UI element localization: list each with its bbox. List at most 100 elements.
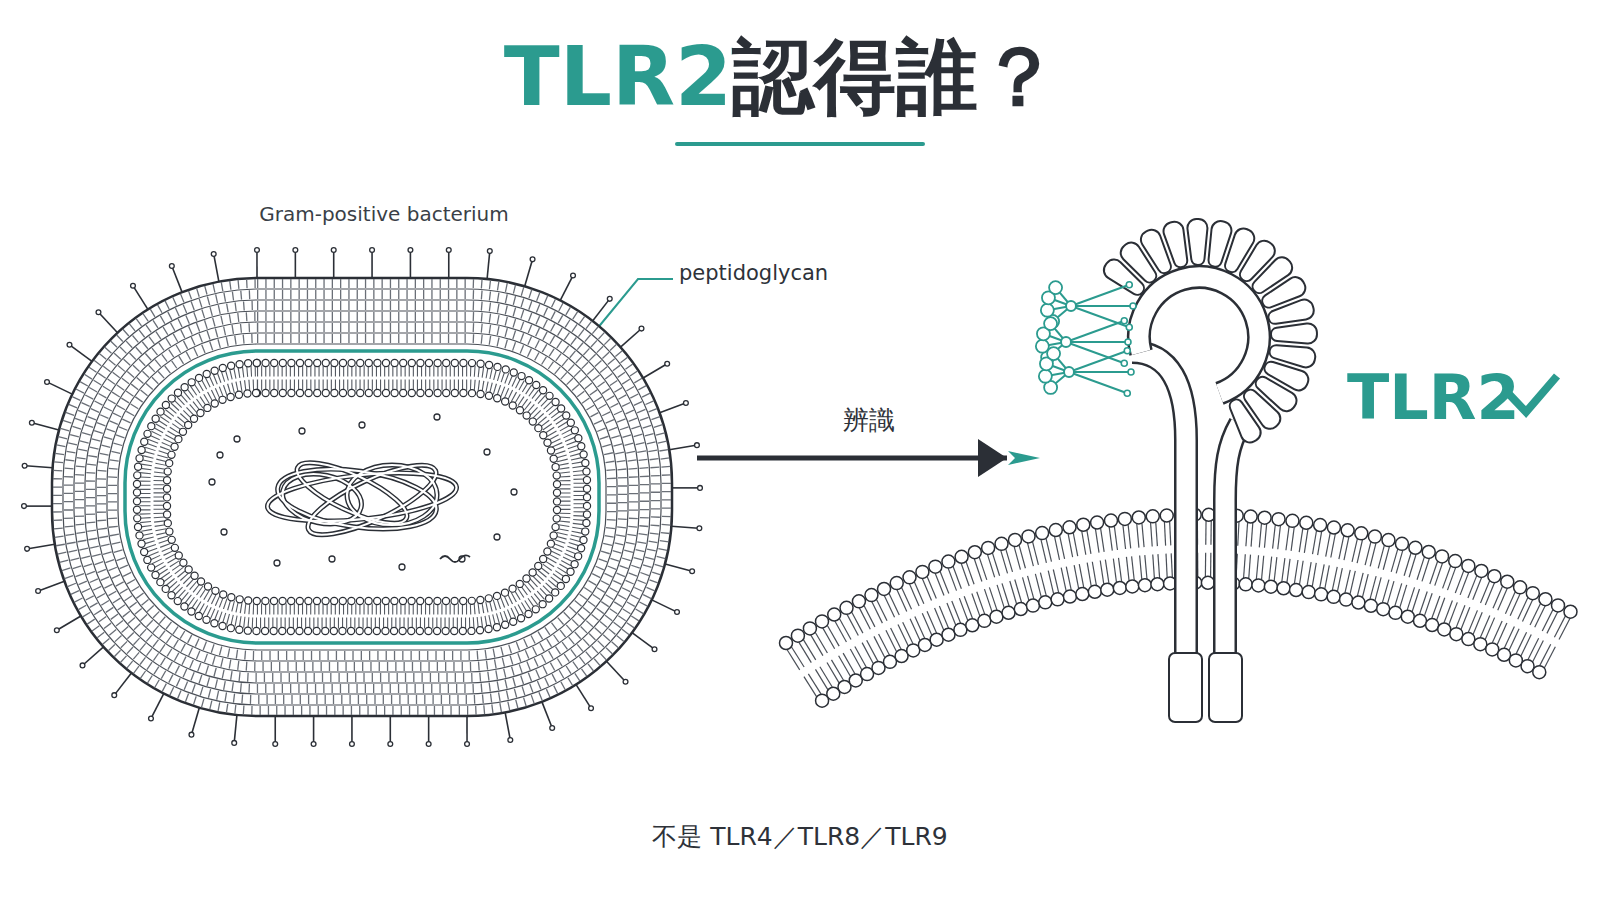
lipid-tail bbox=[891, 628, 902, 650]
membrane-head bbox=[348, 597, 355, 604]
membrane-head bbox=[553, 515, 560, 522]
membrane-head bbox=[382, 359, 389, 366]
lipid-head bbox=[1008, 533, 1021, 546]
lipid-head bbox=[1146, 510, 1159, 523]
membrane-head bbox=[141, 548, 148, 555]
membrane-head bbox=[253, 359, 260, 366]
lipid-tail bbox=[884, 596, 894, 618]
membrane-head bbox=[493, 624, 500, 631]
lipid-head bbox=[1051, 593, 1064, 606]
lipid-tail bbox=[1352, 539, 1357, 562]
lipid-tail bbox=[1362, 574, 1368, 597]
ligand-end bbox=[1121, 360, 1127, 366]
pilus-tip bbox=[607, 296, 612, 301]
lipid-tail bbox=[1123, 525, 1126, 549]
lipid-head bbox=[1327, 521, 1340, 534]
membrane-head bbox=[288, 389, 295, 396]
lipid-head bbox=[1564, 605, 1577, 618]
membrane-head bbox=[144, 556, 151, 563]
membrane-head bbox=[575, 553, 582, 560]
membrane-head bbox=[262, 359, 269, 366]
lipid-head bbox=[1101, 583, 1114, 596]
membrane-head bbox=[313, 597, 320, 604]
membrane-head bbox=[583, 511, 590, 518]
membrane-head bbox=[163, 494, 170, 501]
lipid-tail bbox=[1473, 578, 1482, 600]
pilus-tip bbox=[189, 732, 194, 737]
membrane-guide bbox=[137, 363, 587, 631]
pilus-tip bbox=[623, 679, 628, 684]
pilus bbox=[505, 712, 510, 739]
membrane-head bbox=[477, 360, 484, 367]
lipid-tail bbox=[1153, 554, 1155, 578]
lipid-tail bbox=[1019, 545, 1025, 568]
lipid-tail bbox=[1391, 549, 1398, 572]
lipid-head bbox=[1414, 614, 1427, 627]
lipid-tail bbox=[1101, 528, 1105, 552]
lipid-tail bbox=[1053, 570, 1058, 593]
pilus bbox=[214, 255, 219, 282]
pilus bbox=[39, 581, 64, 590]
membrane-head bbox=[348, 359, 355, 366]
wall-crosslinks bbox=[91, 317, 634, 678]
membrane-head bbox=[339, 597, 346, 604]
lipid-tail bbox=[1300, 561, 1304, 585]
lipid-tail bbox=[910, 619, 920, 641]
lipid-head bbox=[1382, 534, 1395, 547]
membrane-head bbox=[442, 597, 449, 604]
lipid-tail bbox=[803, 639, 815, 659]
ligand-head bbox=[1047, 347, 1060, 360]
lipid-head bbox=[878, 582, 891, 595]
membrane-head bbox=[253, 597, 260, 604]
pilus-tip bbox=[350, 742, 355, 747]
lipid-tail bbox=[1068, 534, 1073, 558]
pilus bbox=[448, 251, 450, 278]
lipid-tail bbox=[889, 593, 899, 615]
lipid-head bbox=[1091, 516, 1104, 529]
pilus-tip bbox=[25, 546, 30, 551]
membrane-head bbox=[136, 455, 143, 462]
lipid-head bbox=[1126, 580, 1139, 593]
lipid-tail bbox=[815, 632, 827, 653]
lipid-head bbox=[865, 589, 878, 602]
lipid-tail bbox=[804, 677, 817, 697]
membrane-head bbox=[219, 364, 226, 371]
lipid-tail bbox=[1151, 523, 1153, 547]
lipid-tail bbox=[827, 625, 839, 646]
membrane-head bbox=[357, 359, 364, 366]
lipid-head bbox=[1364, 599, 1377, 612]
membrane-head bbox=[245, 597, 252, 604]
lipid-head bbox=[995, 537, 1008, 550]
lipid-head bbox=[1138, 579, 1151, 592]
lipid-head bbox=[1244, 510, 1257, 523]
lipid-tail bbox=[1485, 618, 1495, 640]
membrane-head bbox=[219, 396, 226, 403]
lipid-tail bbox=[992, 553, 999, 576]
membrane-head bbox=[583, 476, 590, 483]
membrane-head bbox=[220, 591, 227, 598]
pilus bbox=[256, 251, 258, 278]
membrane-head bbox=[305, 389, 312, 396]
membrane-head bbox=[578, 443, 585, 450]
membrane-head bbox=[547, 447, 554, 454]
membrane-head bbox=[219, 622, 226, 629]
membrane-head bbox=[517, 615, 524, 622]
membrane-head bbox=[271, 359, 278, 366]
lipid-head bbox=[1474, 638, 1487, 651]
lipid-tail bbox=[964, 596, 972, 618]
pilus bbox=[58, 616, 81, 630]
membrane-head bbox=[134, 463, 141, 470]
tir-domain bbox=[1169, 653, 1202, 722]
pilus bbox=[660, 403, 685, 412]
lipid-tail bbox=[1158, 554, 1160, 578]
lipid-tail bbox=[1530, 603, 1540, 625]
wall-crosslinks bbox=[69, 295, 656, 700]
membrane-head bbox=[271, 389, 278, 396]
membrane-head bbox=[399, 597, 406, 604]
pilus bbox=[621, 329, 641, 347]
membrane-head bbox=[562, 575, 569, 582]
receptor-stem bbox=[1225, 424, 1240, 656]
membrane-head bbox=[525, 377, 532, 384]
pilus-tip bbox=[67, 342, 72, 347]
pilus-tip bbox=[131, 283, 136, 288]
